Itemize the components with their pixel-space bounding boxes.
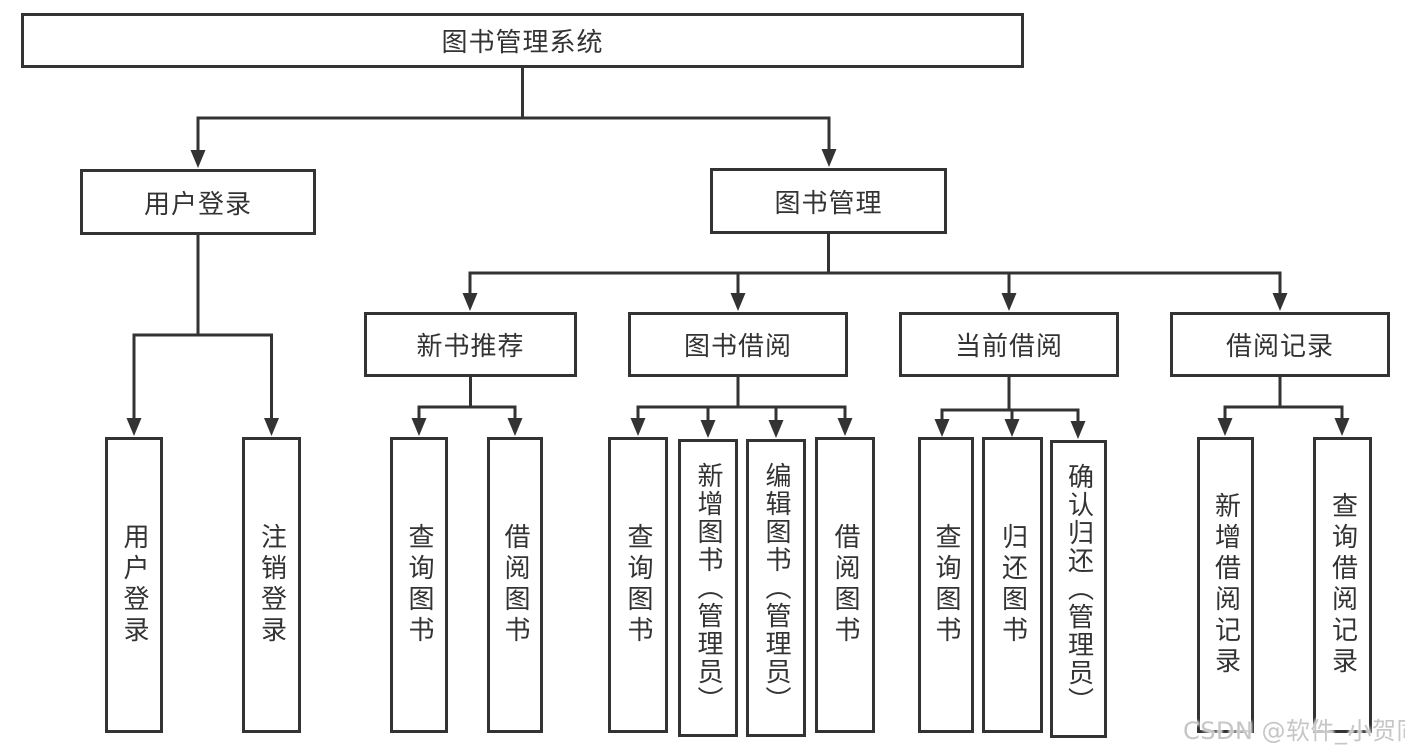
leaf-add-books-admin: 新增图书（管理员）	[678, 439, 738, 737]
leaf-query-books: 查询图书	[390, 437, 448, 733]
node-book-management: 图书管理	[710, 168, 947, 234]
arrow-down-icon	[1334, 418, 1350, 436]
arrow-down-icon	[507, 418, 523, 436]
arrow-down-icon	[462, 293, 478, 311]
arrow-down-icon	[821, 149, 837, 167]
node-borrowing-records: 借阅记录	[1170, 312, 1390, 377]
leaf-query-books: 查询图书	[918, 437, 974, 733]
leaf-logout: 注销登录	[242, 437, 301, 733]
arrow-down-icon	[837, 418, 853, 436]
arrow-down-icon	[264, 418, 279, 436]
arrow-down-icon	[934, 419, 950, 437]
arrow-down-icon	[700, 420, 716, 438]
leaf-query-borrow-record: 查询借阅记录	[1313, 437, 1372, 733]
leaf-return-books: 归还图书	[982, 437, 1043, 733]
leaf-borrow-books: 借阅图书	[487, 437, 543, 733]
leaf-query-books: 查询图书	[608, 437, 668, 733]
node-new-book-recommend: 新书推荐	[364, 312, 577, 377]
arrow-down-icon	[1070, 421, 1086, 439]
csdn-watermark: CSDN @软件_小贺同学	[1183, 717, 1405, 745]
node-user-login: 用户登录	[80, 169, 316, 235]
arrow-down-icon	[1001, 293, 1017, 311]
node-current-borrowing: 当前借阅	[899, 312, 1119, 377]
arrow-down-icon	[1004, 419, 1020, 437]
arrow-down-icon	[411, 418, 427, 436]
leaf-borrow-books: 借阅图书	[815, 437, 875, 733]
leaf-confirm-return-admin: 确认归还（管理员）	[1050, 440, 1107, 738]
arrow-down-icon	[126, 418, 142, 436]
arrow-down-icon	[1272, 293, 1288, 311]
arrow-down-icon	[1217, 418, 1233, 436]
arrowheads	[126, 149, 1350, 439]
arrow-down-icon	[190, 150, 206, 168]
leaf-add-borrow-record: 新增借阅记录	[1197, 437, 1254, 733]
leaf-user-login: 用户登录	[105, 437, 163, 733]
arrow-down-icon	[730, 293, 746, 311]
arrow-down-icon	[630, 418, 646, 436]
node-book-borrowing: 图书借阅	[628, 312, 848, 377]
arrow-down-icon	[768, 420, 784, 438]
node-library-management-system: 图书管理系统	[21, 13, 1024, 68]
leaf-edit-books-admin: 编辑图书（管理员）	[746, 439, 806, 737]
